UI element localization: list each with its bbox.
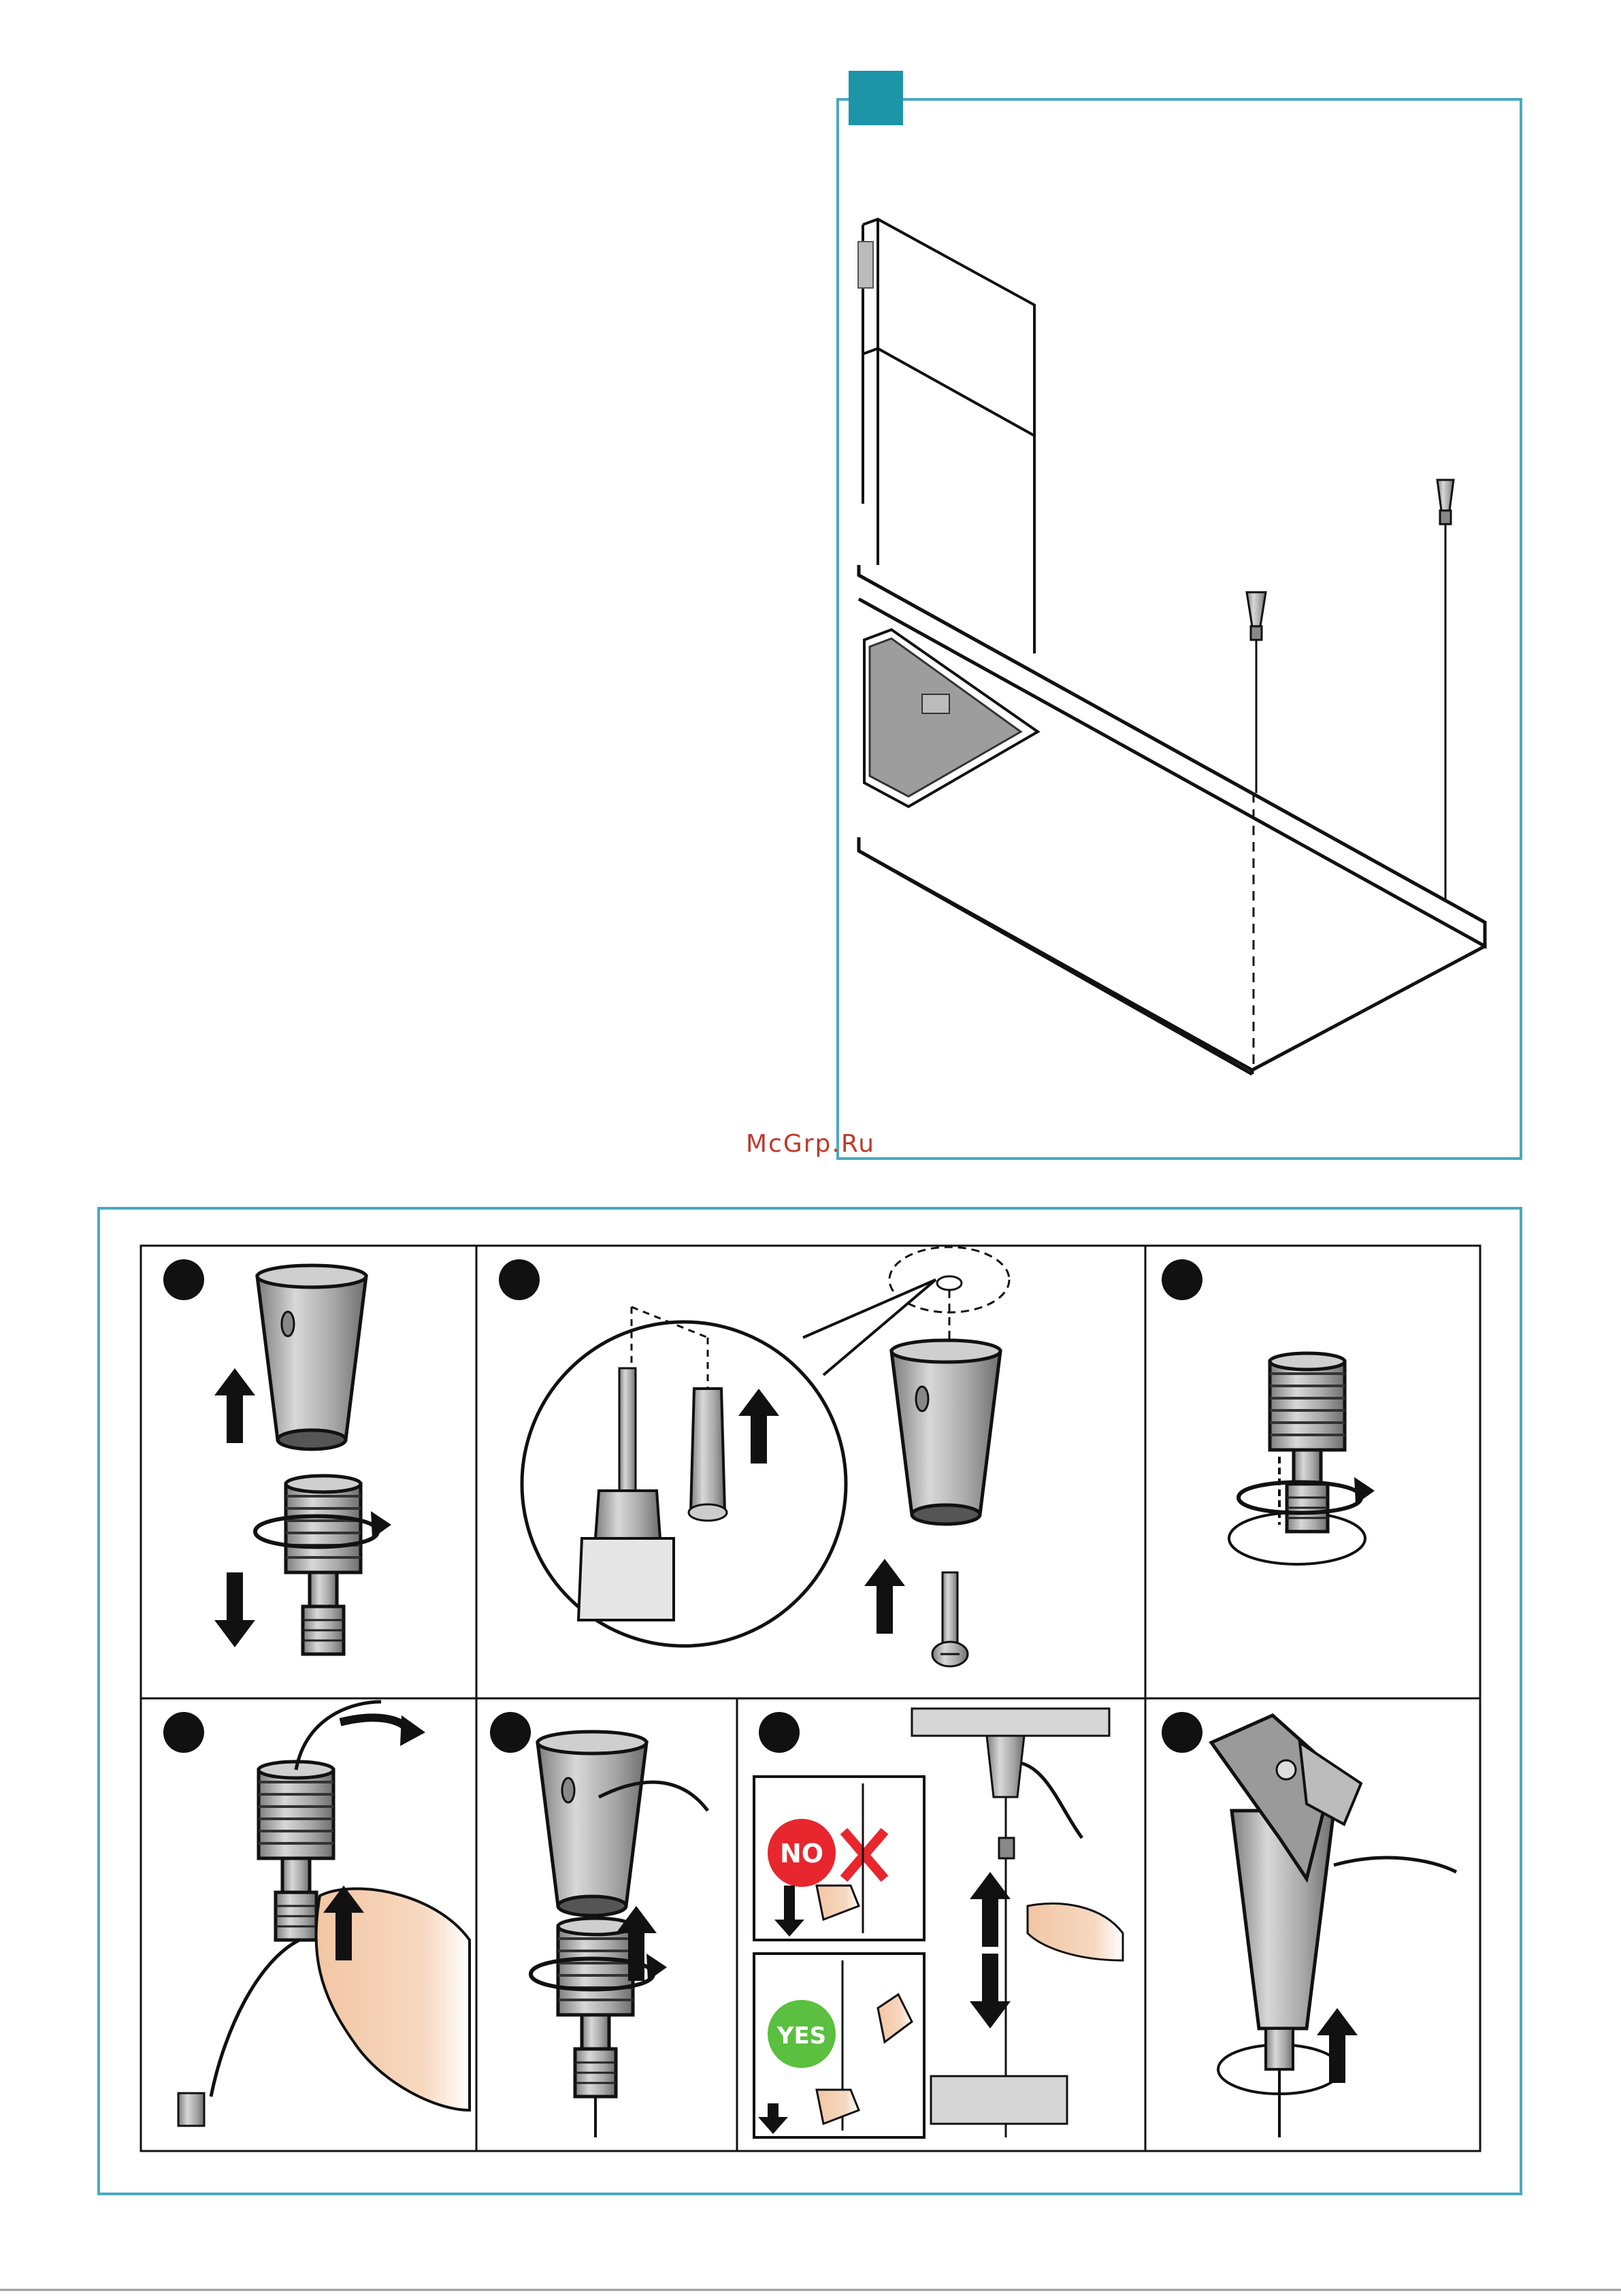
cable-icon bbox=[296, 1702, 381, 1770]
hand-icon bbox=[1028, 1903, 1123, 1960]
watermark: McGrp.Ru bbox=[746, 1130, 875, 1158]
yes-badge: YES bbox=[768, 2000, 836, 2068]
top-panel bbox=[838, 71, 1521, 1159]
cable-icon bbox=[1021, 1763, 1082, 1838]
hood-canopy-icon bbox=[859, 565, 1485, 1074]
up-arrow-icon bbox=[970, 1872, 1011, 1947]
yes-label: YES bbox=[776, 2022, 826, 2050]
wall-plug-icon bbox=[689, 1389, 727, 1521]
up-arrow-icon bbox=[864, 1559, 905, 1634]
corner-marker bbox=[849, 71, 903, 125]
threaded-insert-icon bbox=[286, 1476, 361, 1654]
cone-holder-icon bbox=[538, 1732, 646, 1915]
threaded-insert-icon bbox=[558, 1918, 633, 2097]
cone-holder-icon bbox=[891, 1340, 1000, 1524]
down-arrow-icon bbox=[970, 1954, 1011, 2028]
up-arrow-icon bbox=[214, 1368, 255, 1443]
down-arrow-icon bbox=[214, 1572, 255, 1647]
step-cell-3 bbox=[1229, 1353, 1375, 1564]
step-cell-4 bbox=[178, 1702, 470, 2126]
ceiling-cable-holder-icon bbox=[1247, 480, 1454, 900]
step-cell-6: NO YES bbox=[754, 1709, 1123, 2137]
filter-grille-icon bbox=[864, 630, 1038, 807]
screw-icon bbox=[932, 1572, 968, 1666]
threaded-insert-icon bbox=[1270, 1353, 1345, 1532]
cable-icon bbox=[1334, 1858, 1456, 1872]
step-cell-2 bbox=[522, 1247, 1009, 1666]
steps-panel: NO YES bbox=[99, 1208, 1521, 2194]
step-cell-1 bbox=[214, 1265, 391, 1654]
no-label: NO bbox=[780, 1839, 823, 1869]
top-panel-frame bbox=[838, 99, 1521, 1159]
step-cell-5 bbox=[531, 1732, 708, 2137]
step-cell-7 bbox=[1211, 1715, 1456, 2137]
cone-holder-icon bbox=[257, 1265, 366, 1449]
magnifier-callout-icon bbox=[522, 1322, 846, 1646]
